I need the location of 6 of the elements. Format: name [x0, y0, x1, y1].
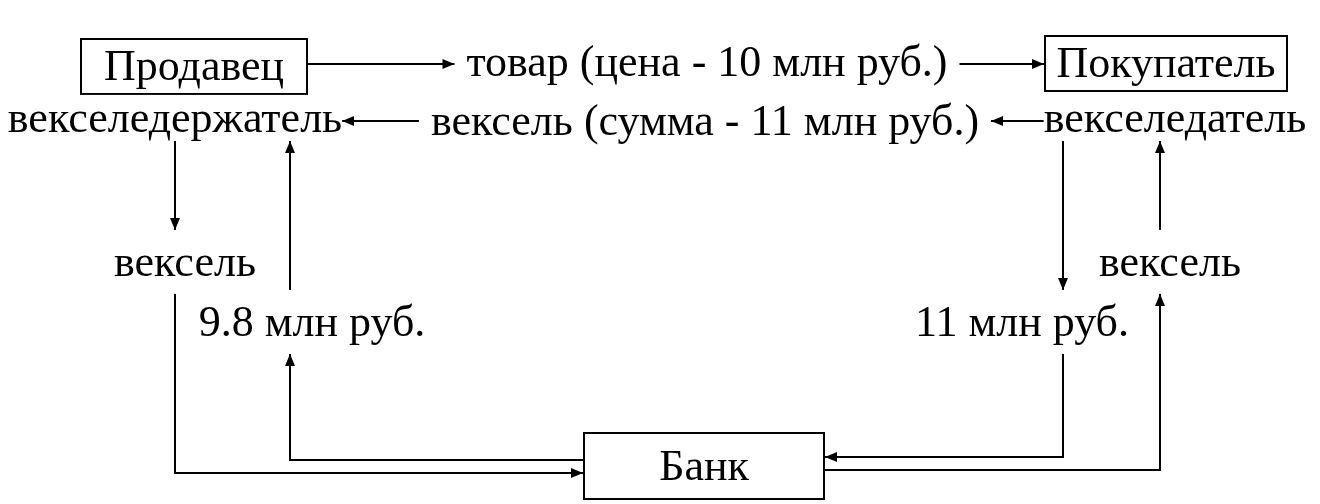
entity-box	[583, 432, 825, 500]
entity-box	[80, 37, 308, 95]
entity-name: Продавец	[104, 42, 284, 90]
entity-box	[1044, 34, 1288, 92]
entity-name: Покупатель	[1056, 39, 1276, 87]
entity-name: Банк	[659, 442, 749, 490]
